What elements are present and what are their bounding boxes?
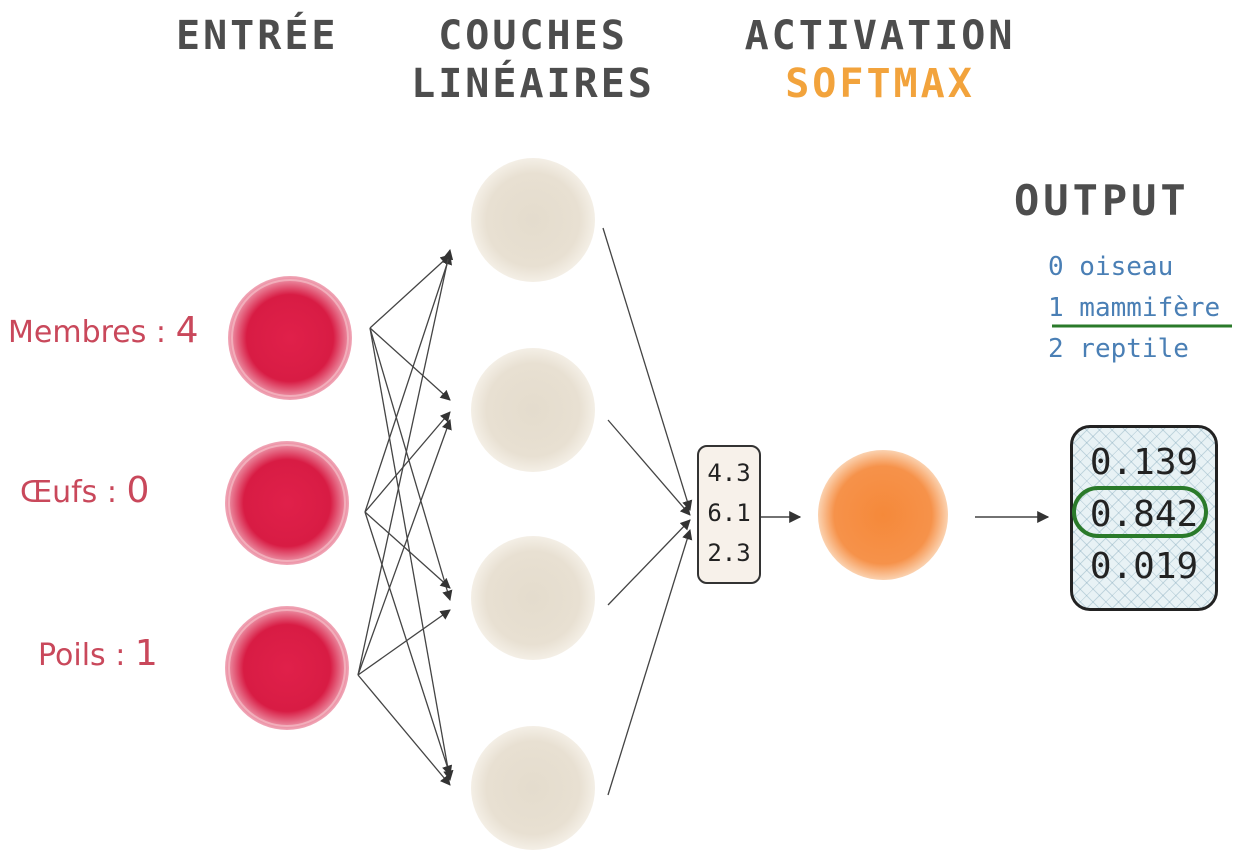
input-label-text: Poils : bbox=[38, 638, 135, 673]
hidden-node bbox=[471, 726, 595, 850]
logit-value: 2.3 bbox=[707, 539, 751, 567]
hidden-logit-connections bbox=[602, 227, 693, 796]
header-activation-line1: ACTIVATION bbox=[744, 13, 1016, 59]
logit-vector: 4.3 6.1 2.3 bbox=[697, 445, 761, 584]
input-label-membres: Membres : 4 bbox=[8, 310, 198, 351]
softmax-node bbox=[818, 450, 948, 580]
probability-value: 0.842 bbox=[1089, 494, 1199, 535]
probability-value: 0.019 bbox=[1089, 546, 1199, 587]
input-value: 4 bbox=[175, 310, 199, 351]
input-node bbox=[225, 606, 349, 730]
header-output: OUTPUT bbox=[1014, 176, 1190, 225]
input-label-text: Membres : bbox=[8, 315, 176, 350]
class-item-2: 2 reptile bbox=[1048, 334, 1189, 364]
header-linear-line2: LINÉAIRES bbox=[411, 61, 655, 107]
probability-value: 0.139 bbox=[1089, 442, 1199, 483]
header-input: ENTRÉE bbox=[176, 13, 339, 59]
header-linear-layers: COUCHES LINÉAIRES bbox=[388, 12, 678, 108]
class-item-1: 1 mammifère bbox=[1048, 293, 1221, 323]
input-label-oeufs: Œufs : 0 bbox=[20, 470, 149, 511]
logit-value: 4.3 bbox=[707, 459, 751, 487]
input-value: 0 bbox=[126, 470, 150, 511]
hidden-node bbox=[471, 158, 595, 282]
input-value: 1 bbox=[134, 633, 158, 674]
hidden-node bbox=[471, 348, 595, 472]
selected-probability-ring bbox=[1072, 486, 1208, 538]
input-node bbox=[225, 441, 349, 565]
input-label-poils: Poils : 1 bbox=[38, 633, 158, 674]
input-node bbox=[228, 276, 352, 400]
header-linear-line1: COUCHES bbox=[438, 13, 628, 59]
class-item-0: 0 oiseau bbox=[1048, 252, 1174, 282]
logit-value: 6.1 bbox=[707, 499, 751, 527]
input-label-text: Œufs : bbox=[20, 475, 127, 510]
hidden-node bbox=[471, 536, 595, 660]
input-hidden-connections bbox=[357, 248, 454, 786]
header-activation: ACTIVATION SOFTMAX bbox=[720, 12, 1040, 108]
header-activation-line2: SOFTMAX bbox=[785, 61, 975, 107]
